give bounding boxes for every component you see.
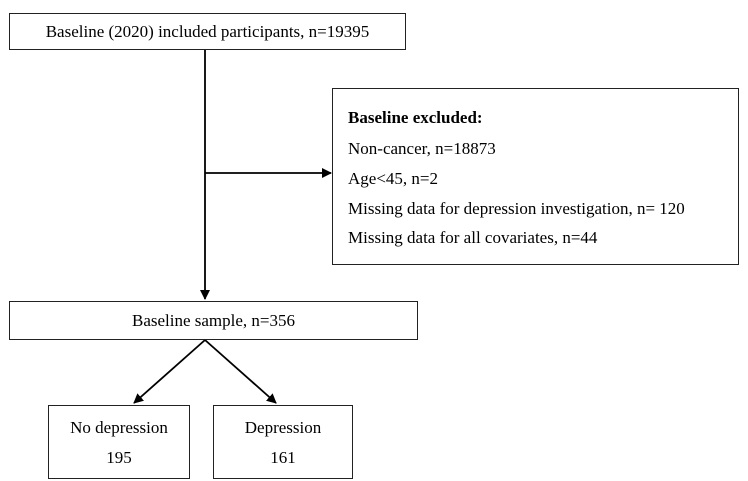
- depression-box: Depression 161: [213, 405, 353, 479]
- excluded-item: Missing data for depression investigatio…: [348, 199, 685, 218]
- arrow-to-depression: [204, 339, 277, 404]
- no-depression-count: 195: [106, 447, 132, 467]
- excluded-item: Missing data for all covariates, n=44: [348, 228, 598, 247]
- no-depression-box: No depression 195: [48, 405, 190, 479]
- depression-count: 161: [270, 447, 296, 467]
- baseline-included-text: Baseline (2020) included participants, n…: [45, 22, 370, 41]
- no-depression-label: No depression: [70, 417, 168, 437]
- arrow-to-no-depression: [133, 339, 206, 404]
- baseline-excluded-box: Baseline excluded: Non-cancer, n=18873 A…: [332, 88, 739, 265]
- excluded-item: Age<45, n=2: [348, 169, 438, 188]
- baseline-included-box: Baseline (2020) included participants, n…: [9, 13, 406, 50]
- excluded-title: Baseline excluded:: [348, 108, 483, 127]
- baseline-sample-box: Baseline sample, n=356: [9, 301, 418, 340]
- excluded-item: Non-cancer, n=18873: [348, 139, 496, 158]
- depression-label: Depression: [244, 417, 322, 437]
- baseline-sample-text: Baseline sample, n=356: [131, 311, 296, 330]
